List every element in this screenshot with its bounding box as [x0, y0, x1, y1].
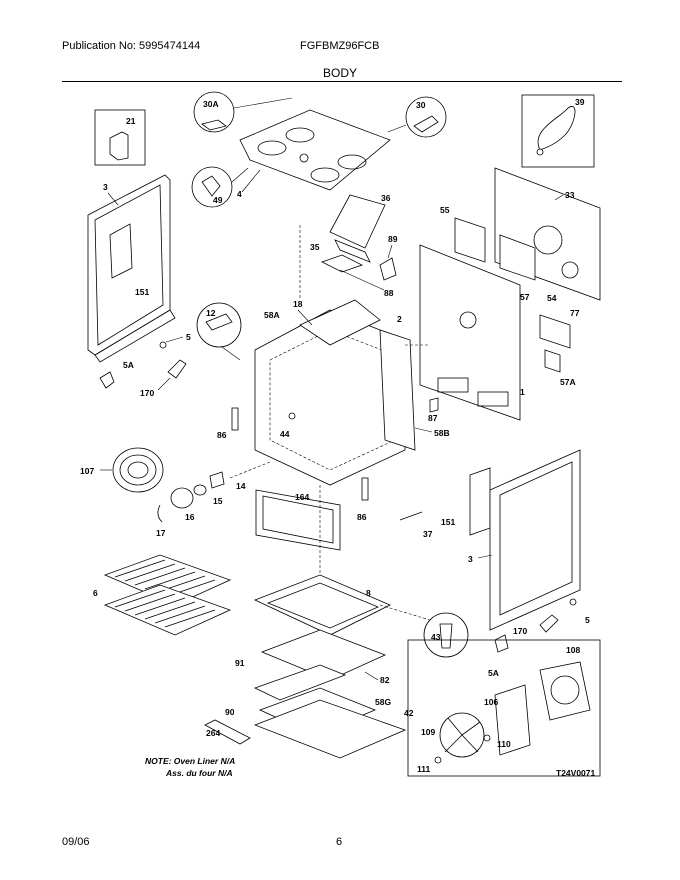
part-39-box: 39 — [521, 94, 595, 168]
callout-88: 88 — [384, 288, 394, 298]
callout-14: 14 — [236, 481, 246, 491]
callout-44: 44 — [280, 429, 290, 439]
part-37: 37 — [399, 511, 433, 539]
callout-151-left: 151 — [135, 287, 149, 297]
oven-racks: 6 — [93, 554, 232, 636]
hardware-left: 5 5A 170 — [99, 332, 191, 398]
callout-1: 1 — [520, 387, 525, 397]
callout-43: 43 — [431, 632, 441, 642]
callout-17: 17 — [156, 528, 166, 538]
callout-86-right: 86 — [357, 512, 367, 522]
callout-21: 21 — [126, 116, 136, 126]
callout-39: 39 — [575, 97, 585, 107]
main-back-frame: 1 57 54 77 57A 87 — [419, 244, 580, 423]
footer-date: 09/06 — [62, 836, 90, 848]
callout-170-left: 170 — [140, 388, 154, 398]
fan-cover-107: 107 — [80, 447, 164, 493]
callout-90: 90 — [225, 707, 235, 717]
callout-30A: 30A — [203, 99, 219, 109]
callout-164: 164 — [295, 492, 309, 502]
cooktop-bracket-panel: 4 — [237, 109, 391, 199]
callout-91: 91 — [235, 658, 245, 668]
callout-5-left: 5 — [186, 332, 191, 342]
callout-55: 55 — [440, 205, 450, 215]
part-49: 49 — [191, 166, 249, 208]
part-12: 12 — [196, 302, 242, 361]
section-title: BODY — [322, 66, 357, 80]
callout-264: 264 — [206, 728, 220, 738]
callout-37: 37 — [423, 529, 433, 539]
callout-110: 110 — [497, 739, 511, 749]
callout-35: 35 — [310, 242, 320, 252]
part-43: 43 — [423, 612, 469, 658]
part-55: 55 — [440, 205, 536, 281]
footer-page-number: 6 — [336, 836, 343, 848]
callout-5A-right: 5A — [488, 668, 499, 678]
part-30: 30 — [387, 96, 447, 138]
callout-170-right: 170 — [513, 626, 527, 636]
callout-4: 4 — [237, 189, 242, 199]
side-panel-right: 151 3 5 170 5A — [441, 449, 590, 678]
callout-2: 2 — [397, 314, 402, 324]
header-rule — [62, 81, 622, 82]
callout-106: 106 — [484, 697, 498, 707]
callout-16: 16 — [185, 512, 195, 522]
part-30A: 30A — [193, 91, 293, 133]
callout-58B: 58B — [434, 428, 450, 438]
callout-57: 57 — [520, 292, 530, 302]
callout-8: 8 — [366, 588, 371, 598]
callout-108: 108 — [566, 645, 580, 655]
callout-18: 18 — [293, 299, 303, 309]
note-line-2: Ass. du four N/A — [165, 768, 233, 778]
callout-5-right: 5 — [585, 615, 590, 625]
callout-33: 33 — [565, 190, 575, 200]
callout-5A-left: 5A — [123, 360, 134, 370]
callout-12: 12 — [206, 308, 216, 318]
convection-motor-box: 108 106 109 110 111 T24V0071 — [407, 639, 601, 778]
note-line-1: NOTE: Oven Liner N/A — [145, 756, 235, 766]
callout-30: 30 — [416, 100, 426, 110]
callout-57A: 57A — [560, 377, 576, 387]
callout-54: 54 — [547, 293, 557, 303]
callout-3-left: 3 — [103, 182, 108, 192]
callout-77: 77 — [570, 308, 580, 318]
part-21-box: 21 — [94, 109, 146, 166]
callout-42: 42 — [404, 708, 414, 718]
callout-6: 6 — [93, 588, 98, 598]
callout-82: 82 — [380, 675, 390, 685]
callout-49: 49 — [213, 195, 223, 205]
door-gasket-164: 164 — [255, 489, 341, 551]
callout-89: 89 — [388, 234, 398, 244]
part-86-right: 86 — [357, 477, 369, 522]
callout-58G: 58G — [375, 697, 391, 707]
vent-duct-36: 36 35 89 88 — [310, 193, 398, 298]
callout-36: 36 — [381, 193, 391, 203]
oven-bottom-8: 8 — [253, 574, 391, 636]
callout-111: 111 — [417, 764, 431, 774]
callout-87: 87 — [428, 413, 438, 423]
model-number: FGFBMZ96FCB — [300, 40, 380, 52]
light-assembly: 14 15 16 17 — [156, 461, 271, 538]
lower-assembly: 82 91 58G 90 42 264 — [204, 629, 414, 759]
publication-number: Publication No: 5995474144 — [62, 40, 201, 52]
side-panel-left: 3 151 — [87, 174, 176, 363]
callout-86-left: 86 — [217, 430, 227, 440]
parts-86-44: 86 44 — [217, 407, 296, 440]
callout-15: 15 — [213, 496, 223, 506]
callout-109: 109 — [421, 727, 435, 737]
callout-3-right: 3 — [468, 554, 473, 564]
callout-151-right: 151 — [441, 517, 455, 527]
callout-107: 107 — [80, 466, 94, 476]
callout-58A: 58A — [264, 310, 280, 320]
oven-cavity: 18 58A 2 58B — [254, 299, 450, 486]
back-panel-33: 33 — [494, 167, 601, 301]
diagram-code: T24V0071 — [556, 768, 595, 778]
